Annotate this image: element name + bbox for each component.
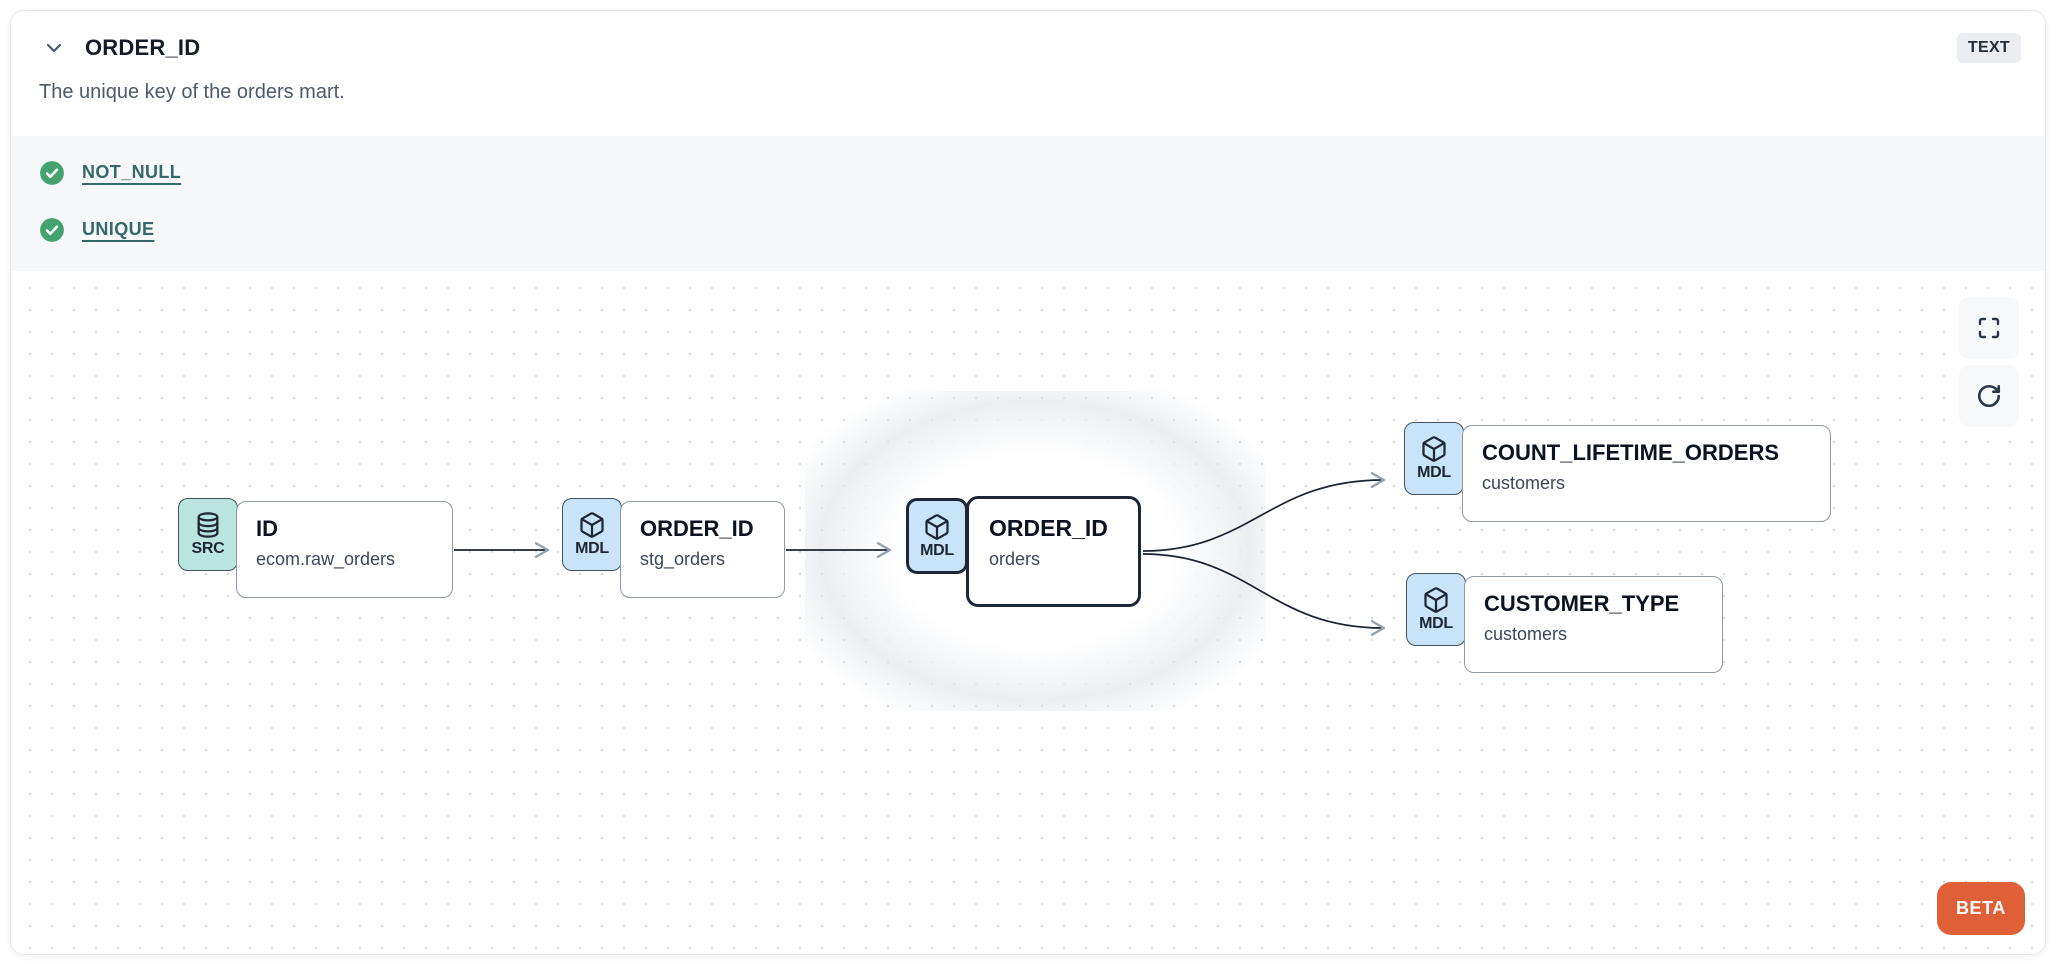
node-card: CUSTOMER_TYPE customers [1464,576,1723,673]
cube-icon [580,512,604,538]
badge-label: MDL [1417,464,1451,481]
badge-label: MDL [920,541,954,559]
node-title: CUSTOMER_TYPE [1484,591,1680,616]
collapse-button[interactable] [37,31,71,65]
beta-badge: BETA [1937,882,2025,935]
lineage-node-source[interactable]: SRC ID ecom.raw_orders [178,498,453,598]
check-circle-icon [40,217,64,242]
tests-section: NOT_NULL UNIQUE [11,136,2045,271]
node-subtitle: orders [989,548,1041,569]
node-card: ORDER_ID orders [966,496,1141,607]
node-subtitle: customers [1484,623,1568,644]
column-name-title: ORDER_ID [85,35,201,60]
node-subtitle: ecom.raw_orders [256,548,396,569]
badge-label: SRC [191,540,225,557]
node-title: ORDER_ID [989,515,1108,541]
lineage-edges [454,472,1386,636]
lineage-node-customer-type[interactable]: MDL CUSTOMER_TYPE customers [1406,573,1723,673]
badge-label: MDL [1419,615,1453,632]
model-badge: MDL [562,498,622,571]
fullscreen-button[interactable] [1959,297,2019,359]
model-badge: MDL [1404,422,1464,495]
test-row: UNIQUE [39,216,2045,243]
node-card: COUNT_LIFETIME_ORDERS customers [1462,425,1831,522]
test-row: NOT_NULL [39,159,2045,186]
cube-icon [1422,436,1446,462]
model-badge: MDL [906,498,968,574]
test-link-unique[interactable]: UNIQUE [82,219,155,239]
column-header: ORDER_ID TEXT The unique key of the orde… [11,11,2045,136]
node-title: ID [256,516,278,541]
check-circle-icon [40,160,64,185]
node-card: ORDER_ID stg_orders [620,501,785,598]
column-description: The unique key of the orders mart. [39,81,345,103]
node-subtitle: stg_orders [640,548,726,569]
lineage-node-stg-orders[interactable]: MDL ORDER_ID stg_orders [562,498,785,598]
graph-controls [1959,297,2019,427]
model-badge: MDL [1406,573,1466,646]
badge-label: MDL [575,540,609,557]
refresh-icon [1977,384,2001,408]
cube-icon [925,513,949,540]
column-type-badge: TEXT [1956,33,2021,63]
chevron-down-icon [46,43,62,53]
test-link-not-null[interactable]: NOT_NULL [82,162,182,182]
column-details-panel: ORDER_ID TEXT The unique key of the orde… [10,10,2046,955]
node-subtitle: customers [1482,472,1566,493]
node-title: ORDER_ID [640,516,754,541]
node-title: COUNT_LIFETIME_ORDERS [1482,440,1780,465]
lineage-node-count-lifetime-orders[interactable]: MDL COUNT_LIFETIME_ORDERS customers [1404,422,1831,522]
edge-orders-to-count [1142,472,1386,552]
edge-orders-to-customer-type [1142,553,1386,636]
source-badge: SRC [178,498,238,571]
lineage-graph-canvas[interactable]: SRC ID ecom.raw_orders MDL [11,271,2045,954]
node-card: ID ecom.raw_orders [236,501,453,598]
refresh-button[interactable] [1959,365,2019,427]
lineage-node-orders-selected[interactable]: MDL ORDER_ID orders [906,496,1141,607]
cube-icon [1424,587,1448,613]
database-icon [197,512,219,538]
fullscreen-icon [1978,317,2000,339]
